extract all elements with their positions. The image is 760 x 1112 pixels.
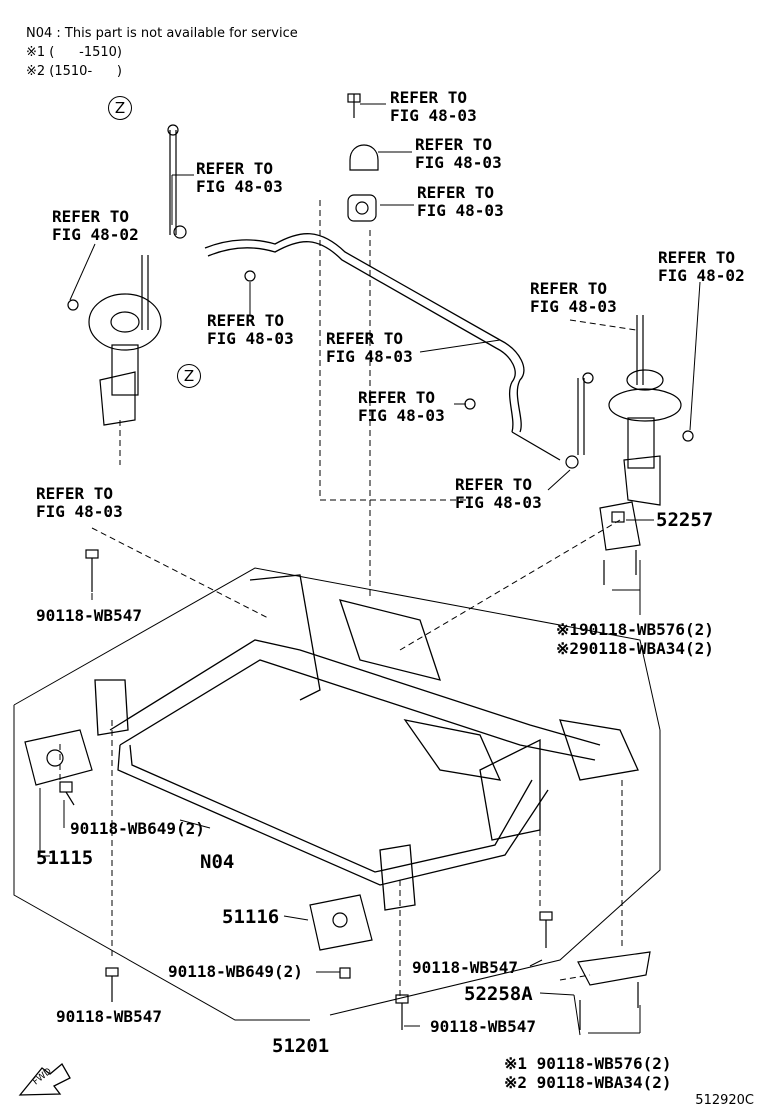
assembly-frame-lines <box>13 567 661 1021</box>
part-90118-wb576-b: ※1 90118-WB576(2) <box>504 1054 672 1073</box>
part-90118-wb547-b: 90118-WB547 <box>412 958 518 977</box>
part-90118-wb547-d: 90118-WB547 <box>430 1017 536 1036</box>
stabilizer-links <box>167 124 594 469</box>
part-n04: N04 <box>200 851 235 873</box>
part-52257: 52257 <box>656 509 714 531</box>
marker-z-strut: Z <box>177 364 201 388</box>
part-90118-wb576-a: ※190118-WB576(2) <box>556 620 714 639</box>
note-n04: N04 : This part is not available for ser… <box>26 26 298 41</box>
right-strut <box>608 315 682 506</box>
part-52258a: 52258A <box>464 983 533 1005</box>
bushings <box>67 93 694 442</box>
part-51116: 51116 <box>222 906 280 928</box>
stabilizer-bar <box>204 233 561 461</box>
mount-blocks <box>24 729 651 986</box>
crossmember <box>94 574 639 911</box>
part-90118-wba34-a: ※290118-WBA34(2) <box>556 639 714 658</box>
part-90118-wb547-c: 90118-WB547 <box>56 1007 162 1026</box>
note-mark1: ※1 ( -1510) <box>26 45 123 60</box>
part-90118-wb649-b: 90118-WB649(2) <box>168 962 303 981</box>
note-mark2: ※2 (1510- ) <box>26 64 123 79</box>
part-51201: 51201 <box>272 1035 330 1057</box>
bracket-52257 <box>599 501 641 551</box>
fwd-arrow-icon <box>18 1063 71 1096</box>
solid-leaders <box>39 103 701 1036</box>
left-strut <box>88 255 162 426</box>
part-90118-wba34-b: ※2 90118-WBA34(2) <box>504 1073 672 1092</box>
part-90118-wb547-a: 90118-WB547 <box>36 606 142 625</box>
leader-lines <box>59 200 637 1000</box>
part-90118-wb649-a: 90118-WB649(2) <box>70 819 205 838</box>
marker-z-top: Z <box>108 96 132 120</box>
part-51115: 51115 <box>36 847 94 869</box>
figure-code: 512920C <box>695 1093 754 1108</box>
bolts <box>59 549 639 1030</box>
